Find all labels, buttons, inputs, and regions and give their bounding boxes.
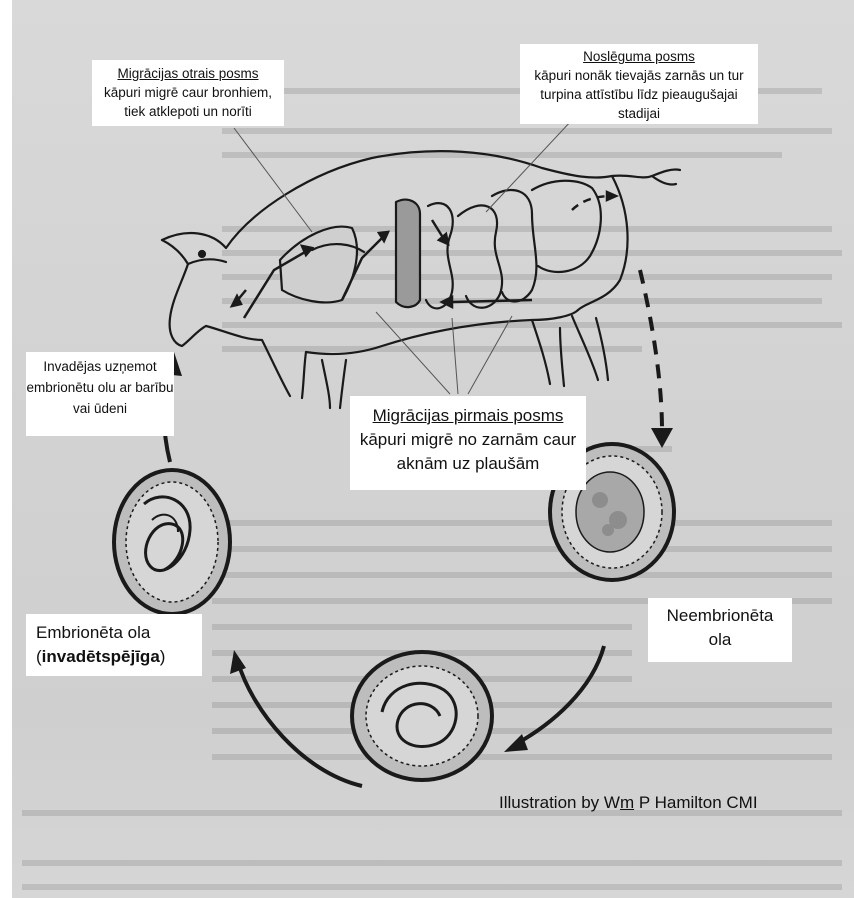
label-first-migration: Migrācijas pirmais posms kāpuri migrē no…: [350, 396, 586, 490]
credit-underlined: m: [620, 793, 634, 812]
final-stage-text: kāpuri nonāk tievajās zarnās un tur turp…: [520, 66, 758, 123]
egg-developing: [352, 652, 492, 780]
label-unembryonated-egg: Neembrionēta ola: [648, 598, 792, 662]
invasion-text: Invadējas uzņemot embrionētu olu ar barī…: [26, 356, 174, 419]
embryonated-egg-line2: (invadētspējīga): [36, 645, 202, 669]
final-stage-title: Noslēguma posms: [520, 47, 758, 66]
embryonated-egg-paren-close: ): [160, 647, 166, 666]
label-invasion: Invadējas uzņemot embrionētu olu ar barī…: [26, 352, 174, 436]
second-migration-text: kāpuri migrē caur bronhiem, tiek atklepo…: [92, 83, 284, 121]
label-final-stage: Noslēguma posms kāpuri nonāk tievajās za…: [520, 44, 758, 124]
embryonated-egg-line1: Embrionēta ola: [36, 621, 202, 645]
egg-embryonated: [114, 470, 230, 614]
label-second-migration: Migrācijas otrais posms kāpuri migrē cau…: [92, 60, 284, 126]
credit-suffix: P Hamilton CMI: [634, 793, 757, 812]
label-embryonated-egg: Embrionēta ola (invadētspējīga): [26, 614, 202, 676]
first-migration-text: kāpuri migrē no zarnām caur aknām uz pla…: [350, 428, 586, 476]
unembryonated-egg-text: Neembrionēta ola: [666, 604, 774, 652]
illustration-credit: Illustration by Wm P Hamilton CMI: [499, 793, 758, 813]
embryonated-egg-bold: invadētspējīga: [42, 647, 160, 666]
credit-prefix: Illustration by W: [499, 793, 620, 812]
second-migration-title: Migrācijas otrais posms: [92, 64, 284, 83]
first-migration-title: Migrācijas pirmais posms: [350, 404, 586, 428]
